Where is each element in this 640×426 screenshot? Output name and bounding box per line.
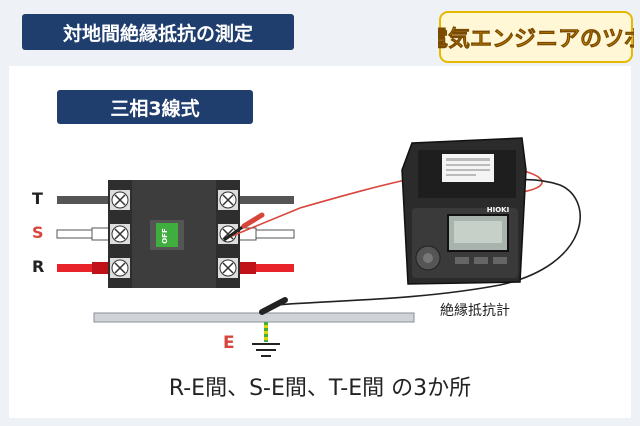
phase-label-S: S xyxy=(32,223,44,242)
page-title: 対地間絶縁抵抗の測定 xyxy=(22,14,294,50)
tester-brand: HIOKI xyxy=(487,206,509,214)
red-probe-tip xyxy=(223,224,245,242)
caption: R-E間、S-E間、T-E間 の3か所 xyxy=(168,376,472,401)
red-probe-handle xyxy=(241,212,265,229)
tester-button xyxy=(474,257,488,264)
wire-T-right xyxy=(238,196,294,204)
black-test-lead xyxy=(274,178,581,306)
diagram-subtitle: 三相3線式 xyxy=(57,90,253,124)
phase-label-R: R xyxy=(32,257,45,276)
breaker-switch xyxy=(156,223,178,247)
ground-bar xyxy=(93,312,415,323)
wire-R-right xyxy=(238,264,294,272)
insulation-tester: HIOKI xyxy=(401,137,527,285)
wire-R-left xyxy=(57,264,117,272)
ground-symbol xyxy=(252,343,280,357)
switch-off-label: OFF xyxy=(161,228,169,244)
svg-text:電気エンジニアのツボ: 電気エンジニアのツボ xyxy=(438,26,634,52)
terminal-screws-left xyxy=(110,190,130,278)
earth-label: E xyxy=(223,333,235,353)
terminal-screws-right xyxy=(218,190,238,278)
site-logo: 電気エンジニアのツボ xyxy=(438,11,634,63)
earth-clip xyxy=(259,297,288,315)
terminal-sleeve-R-right xyxy=(238,262,256,274)
phase-label-T: T xyxy=(32,189,43,208)
terminal-sleeve-R-left xyxy=(92,262,110,274)
tester-button xyxy=(455,257,469,264)
tester-button xyxy=(493,257,507,264)
wire-T-left xyxy=(57,196,117,204)
terminal-sleeve-S-left xyxy=(91,227,111,241)
tester-label: 絶縁抵抗計 xyxy=(440,303,510,319)
